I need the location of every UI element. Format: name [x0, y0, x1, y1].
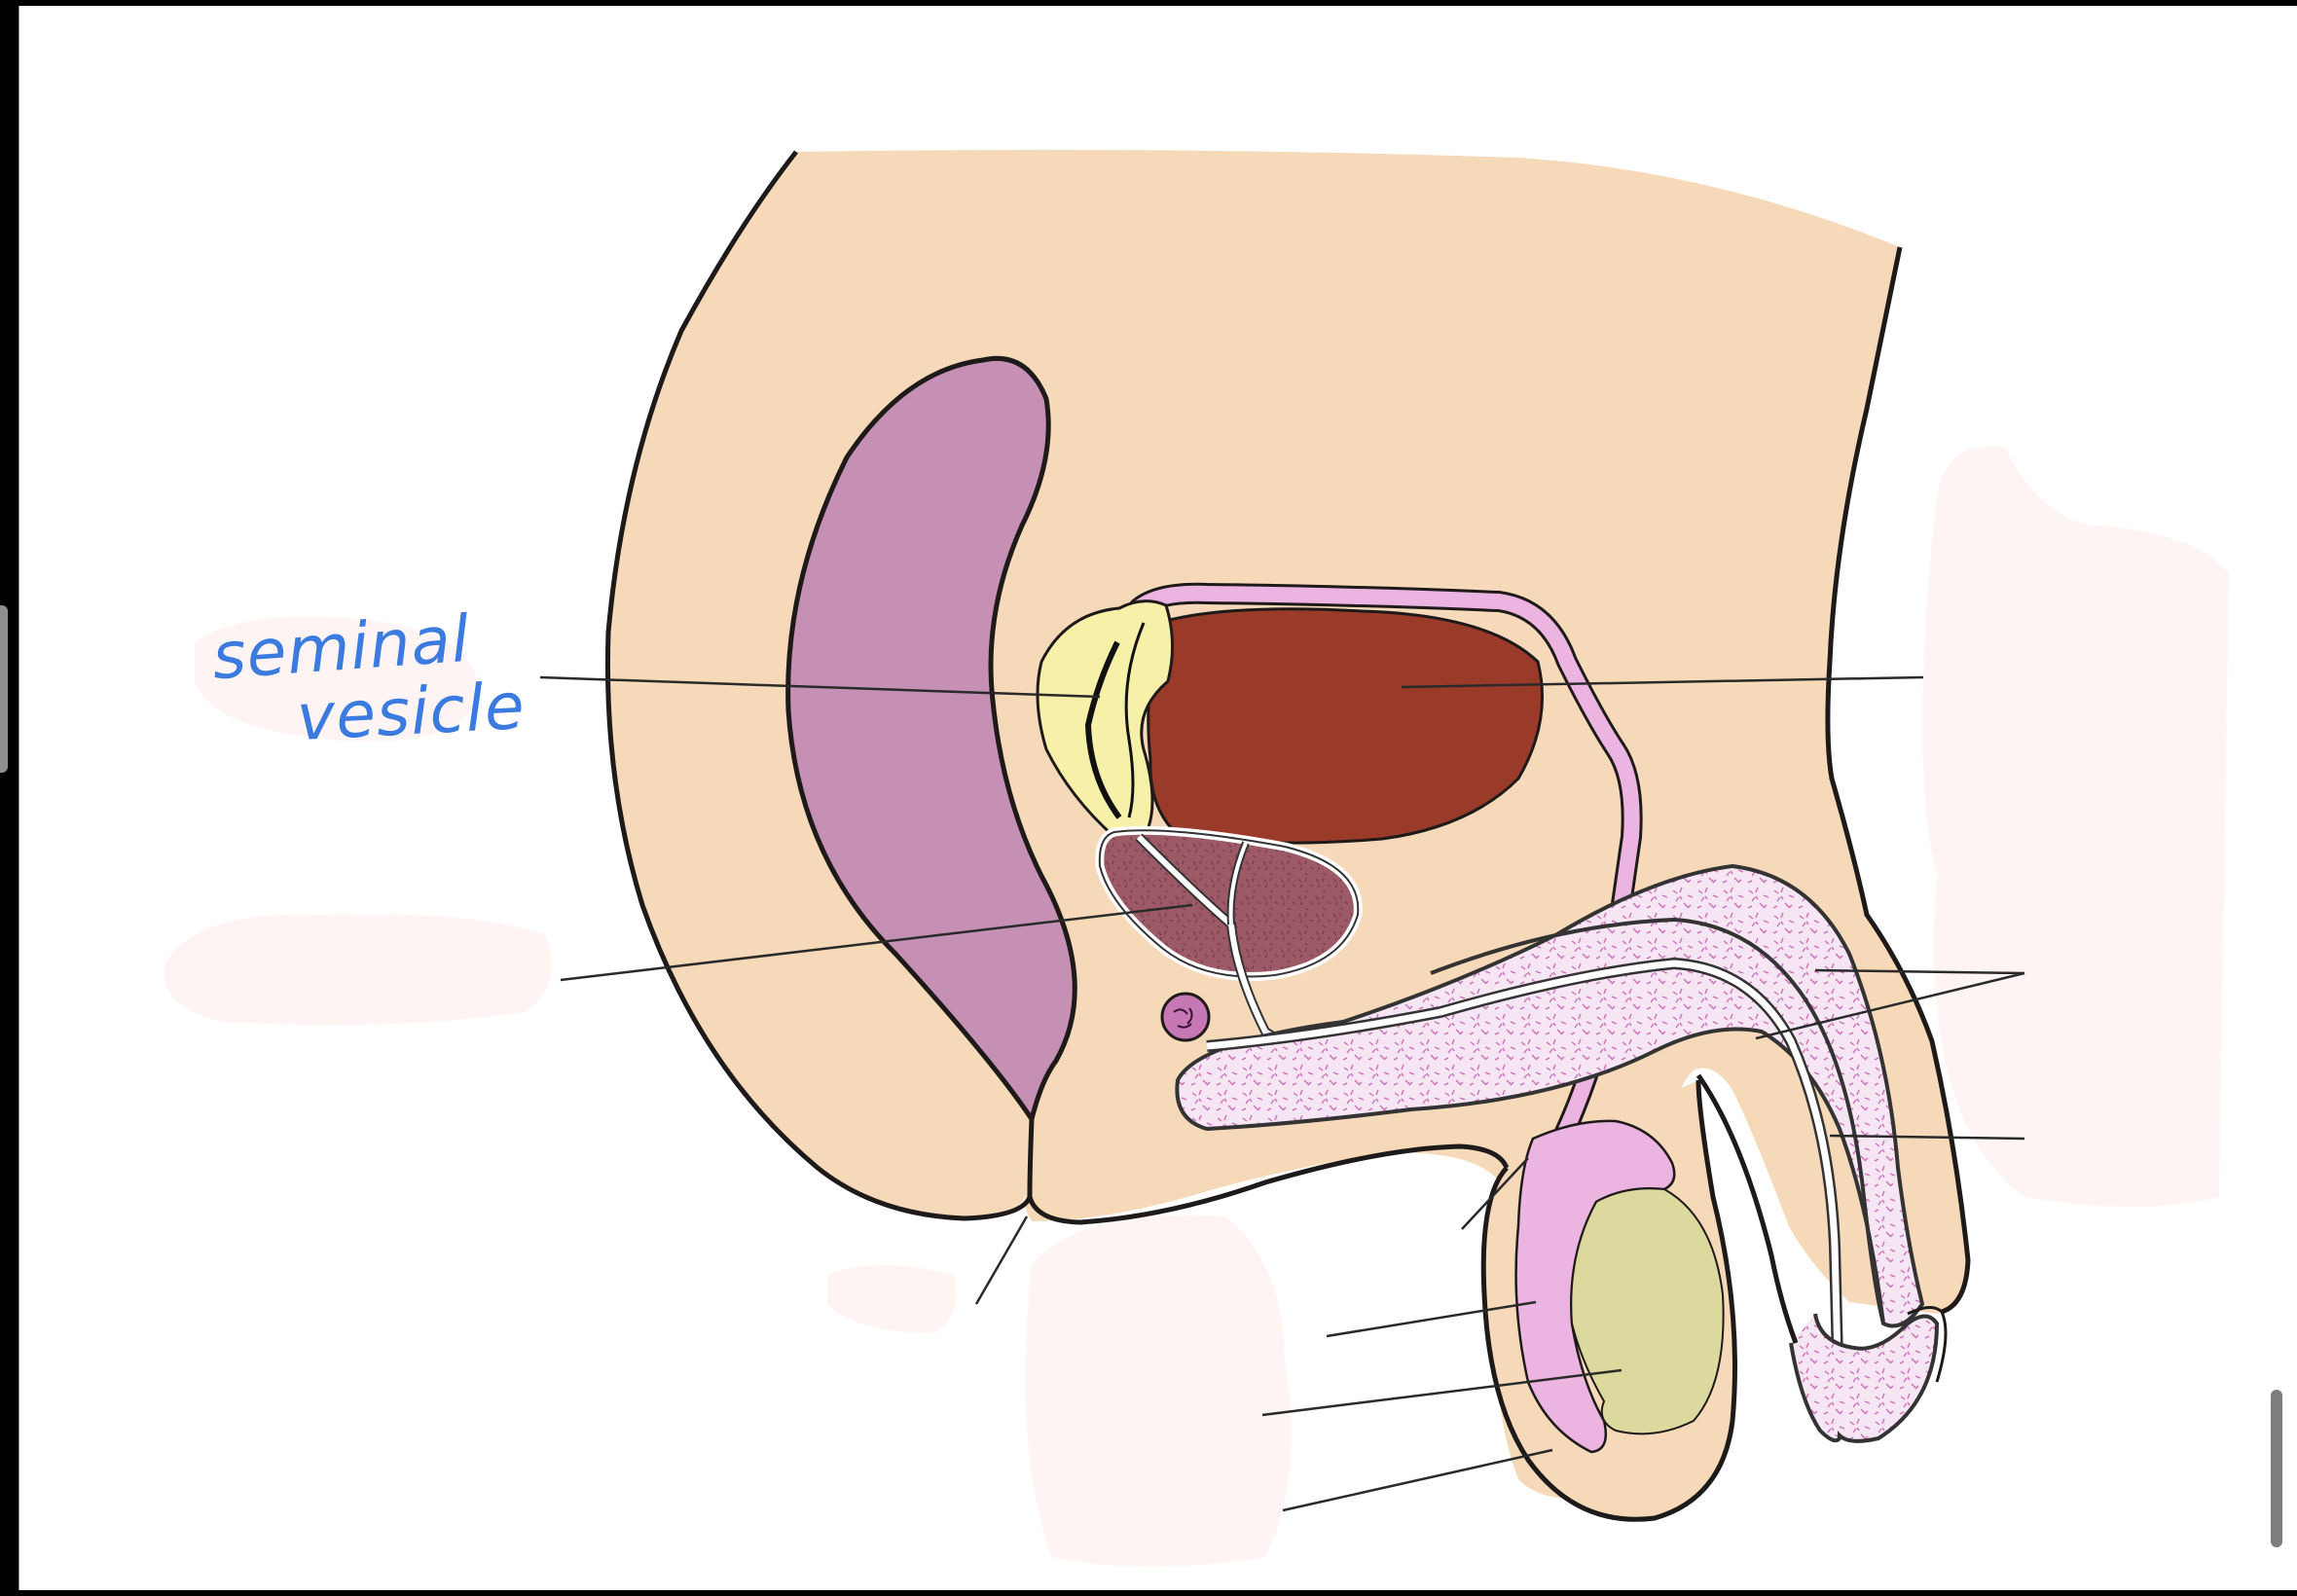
glans-penis [1789, 1313, 1940, 1443]
label-line-corpus-spongiosum-b [1755, 971, 2025, 1040]
label-line-epididymis [1326, 1300, 1537, 1338]
label-line-urethra [1829, 1134, 2025, 1141]
label-line-urinary-bladder [1401, 675, 1924, 689]
label-line-prostate-gland [560, 903, 1193, 982]
anal-canal-stroke [1027, 1118, 1035, 1198]
label-line-scrotum [1282, 1448, 1553, 1512]
document-canvas[interactable]: seminal vesicle [19, 6, 2297, 1590]
label-lines [539, 675, 2025, 1512]
label-line-testis [1261, 1368, 1622, 1417]
label-line-corpus-cavernosum-a [1814, 968, 2025, 975]
body-outline-stroke-right [1825, 246, 1971, 1315]
body-outline-stroke-left [604, 150, 1033, 1221]
perineum-stroke [1027, 1143, 1510, 1225]
vertical-scrollbar[interactable] [2271, 1390, 2282, 1547]
epididymis [1514, 1119, 1676, 1454]
rectum [785, 355, 1077, 1126]
label-line-ductus-deferens [1461, 1157, 1529, 1230]
bulbourethral-gland [1160, 992, 1211, 1042]
annotation-line-2: vesicle [295, 668, 528, 756]
label-line-anus [974, 1215, 1029, 1305]
anatomy-diagram [164, 150, 2229, 1567]
prepuce [1907, 1306, 1948, 1383]
penis-ventral-skin [1695, 1073, 1799, 1344]
ejaculatory-duct [1084, 640, 1122, 819]
label-line-seminal-vesicle [539, 675, 1101, 699]
side-panel-handle[interactable] [0, 605, 8, 773]
erasure-smudges [164, 446, 2229, 1567]
